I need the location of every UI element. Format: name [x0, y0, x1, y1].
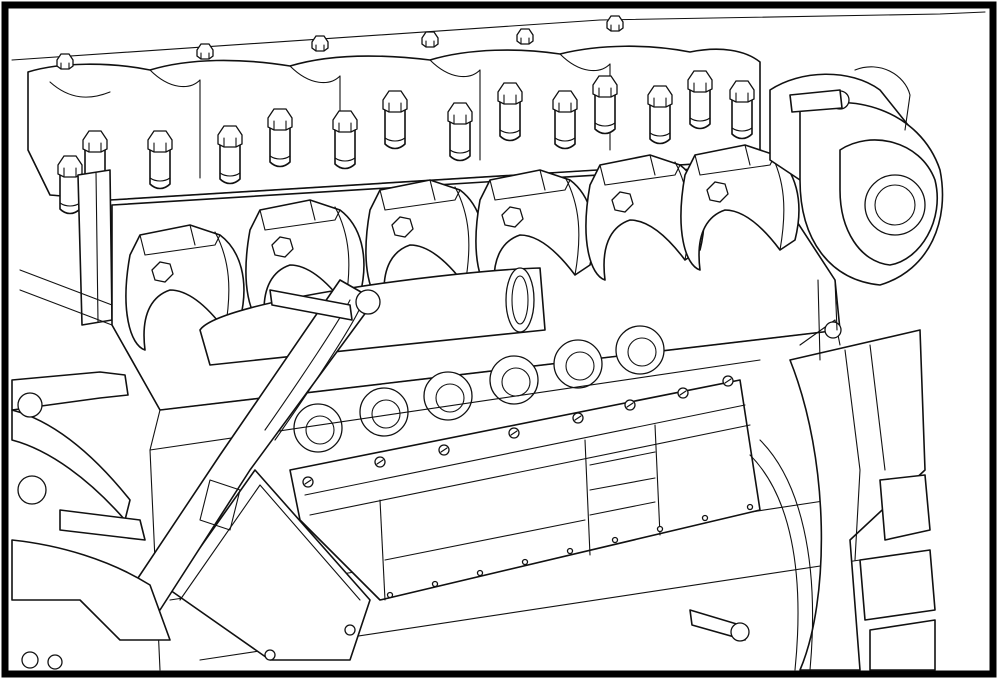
injector-nut — [592, 75, 618, 135]
rocker-shaft — [199, 267, 546, 366]
cover-bolts — [302, 375, 754, 599]
round-plug — [489, 355, 539, 405]
round-plug — [293, 403, 343, 453]
side-cover-plate — [289, 379, 761, 601]
injector-nut — [647, 85, 673, 145]
left-components — [11, 371, 171, 670]
cover-bolt — [374, 456, 386, 468]
right-edge-line — [817, 279, 821, 361]
injector-nut — [196, 43, 214, 60]
injector-nut — [56, 53, 74, 70]
cover-bolt — [302, 476, 314, 488]
lever-tool — [129, 279, 381, 611]
round-plug — [553, 339, 603, 389]
triangular-plate — [169, 469, 371, 661]
injector-nut — [421, 31, 439, 48]
rivet-dot — [386, 591, 394, 599]
injector-nut — [382, 90, 408, 150]
rivet-dot — [656, 525, 664, 533]
right-edge-line-2 — [834, 279, 838, 331]
background-edge — [11, 11, 986, 61]
rivet-dot — [566, 547, 574, 555]
round-plug — [615, 325, 665, 375]
rocker-arm — [585, 154, 705, 281]
injector-nut — [217, 125, 243, 185]
cover-bolt — [508, 427, 520, 439]
injector-nut — [332, 110, 358, 170]
injector-nut — [267, 108, 293, 168]
rivet-dot — [746, 503, 754, 511]
crank-pulley — [769, 66, 944, 286]
round-plug — [423, 371, 473, 421]
cover-bolt — [572, 412, 584, 424]
cover-bolt — [722, 375, 734, 387]
round-plug — [359, 387, 409, 437]
cover-bolt — [677, 387, 689, 399]
injector-nut — [552, 90, 578, 150]
injector-nut — [606, 15, 624, 32]
injector-nut — [729, 80, 755, 140]
injector-nut — [497, 82, 523, 142]
rivet-dot — [431, 580, 439, 588]
rivet-dot — [611, 536, 619, 544]
left-bracket — [77, 169, 113, 326]
injector-nut — [311, 35, 329, 52]
injector-nut — [687, 70, 713, 130]
injector-nut — [447, 102, 473, 162]
rivet-dot — [701, 514, 709, 522]
rivet-dot — [476, 569, 484, 577]
injector-nut — [147, 130, 173, 190]
rocker-arms — [125, 144, 800, 351]
rivet-dot — [521, 558, 529, 566]
cover-bolt — [624, 399, 636, 411]
round-plugs — [293, 325, 665, 453]
rocker-arm — [125, 224, 245, 351]
cover-bolt — [438, 444, 450, 456]
injector-nut — [516, 28, 534, 45]
rocker-arm — [475, 169, 595, 296]
rocker-arm — [680, 144, 800, 271]
